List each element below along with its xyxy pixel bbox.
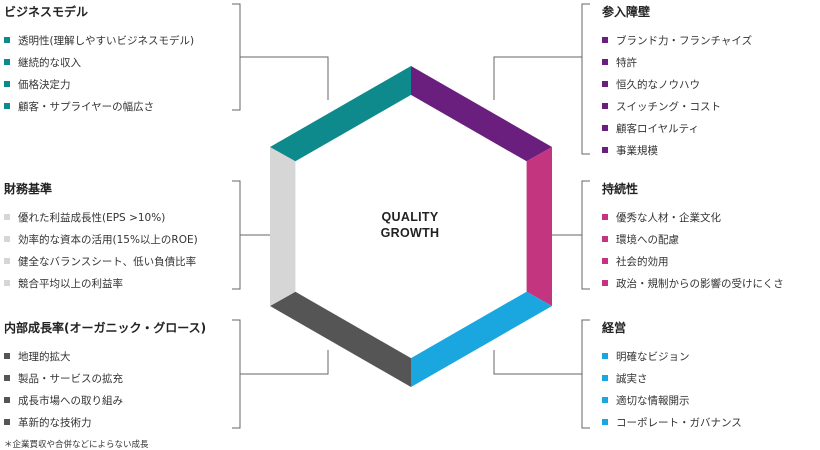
list-item: 政治・規制からの影響の受けにくさ — [602, 273, 784, 295]
bullet-square-icon — [4, 103, 10, 109]
list-item: 明確なビジョン — [602, 346, 742, 368]
list-item: 効率的な資本の活用(15%以上のROE) — [4, 229, 198, 251]
list-item: 環境への配慮 — [602, 229, 784, 251]
bullet-square-icon — [602, 147, 608, 153]
section-title: 内部成長率(オーガニック・グロース) — [4, 321, 207, 335]
section-title: 財務基準 — [4, 182, 53, 196]
hex-segment-entry-barriers — [411, 66, 552, 162]
bullet-square-icon — [4, 353, 10, 359]
center-label: QUALITY GROWTH — [345, 209, 475, 241]
hex-segment-financial — [270, 147, 296, 306]
bullet-square-icon — [4, 397, 10, 403]
list-item: 製品・サービスの拡充 — [4, 368, 206, 390]
connector-entry-barriers — [493, 3, 590, 155]
section-organic-growth: 内部成長率(オーガニック・グロース) 地理的拡大 製品・サービスの拡充 成長市場… — [4, 320, 206, 434]
section-business-model: ビジネスモデル 透明性(理解しやすいビジネスモデル) 継続的な収入 価格決定力 … — [4, 4, 194, 118]
center-label-line2: GROWTH — [380, 226, 440, 240]
hex-segment-business-model — [270, 66, 411, 162]
item-list: 透明性(理解しやすいビジネスモデル) 継続的な収入 価格決定力 顧客・サプライヤ… — [4, 30, 194, 118]
item-list: 優れた利益成長性(EPS >10%) 効率的な資本の活用(15%以上のROE) … — [4, 207, 198, 295]
section-title: 持続性 — [602, 182, 639, 196]
connector-sustainability — [552, 180, 590, 290]
section-entry-barriers: 参入障壁 ブランド力・フランチャイズ 特許 恒久的なノウハウ スイッチング・コス… — [602, 4, 752, 162]
list-item: コーポレート・ガバナンス — [602, 412, 742, 434]
bullet-square-icon — [602, 214, 608, 220]
bullet-square-icon — [602, 103, 608, 109]
list-item: 革新的な技術力 — [4, 412, 206, 434]
connector-management — [493, 319, 590, 429]
bullet-square-icon — [602, 397, 608, 403]
list-item: 健全なバランスシート、低い負債比率 — [4, 251, 198, 273]
bullet-square-icon — [4, 375, 10, 381]
bullet-square-icon — [602, 419, 608, 425]
connector-organic-growth — [232, 319, 329, 429]
bullet-square-icon — [602, 280, 608, 286]
list-item: 優れた利益成長性(EPS >10%) — [4, 207, 198, 229]
section-sustainability: 持続性 優秀な人材・企業文化 環境への配慮 社会的効用 政治・規制からの影響の受… — [602, 181, 784, 295]
list-item: 適切な情報開示 — [602, 390, 742, 412]
list-item: 地理的拡大 — [4, 346, 206, 368]
list-item: 事業規模 — [602, 140, 752, 162]
bullet-square-icon — [4, 419, 10, 425]
section-title: 参入障壁 — [602, 5, 651, 19]
list-item: 優秀な人材・企業文化 — [602, 207, 784, 229]
bullet-square-icon — [602, 258, 608, 264]
connector-financial — [232, 180, 270, 290]
section-title: 経営 — [602, 321, 627, 335]
section-title: ビジネスモデル — [4, 5, 89, 19]
connector-lines — [232, 3, 590, 429]
list-item: スイッチング・コスト — [602, 96, 752, 118]
list-item: 価格決定力 — [4, 74, 194, 96]
bullet-square-icon — [602, 37, 608, 43]
list-item: 誠実さ — [602, 368, 742, 390]
bullet-square-icon — [4, 37, 10, 43]
center-label-line1: QUALITY — [381, 210, 439, 224]
bullet-square-icon — [602, 236, 608, 242]
list-item: 特許 — [602, 52, 752, 74]
bullet-square-icon — [4, 258, 10, 264]
bullet-square-icon — [4, 236, 10, 242]
item-list: ブランド力・フランチャイズ 特許 恒久的なノウハウ スイッチング・コスト 顧客ロ… — [602, 30, 752, 162]
item-list: 地理的拡大 製品・サービスの拡充 成長市場への取り組み 革新的な技術力 — [4, 346, 206, 434]
list-item: 透明性(理解しやすいビジネスモデル) — [4, 30, 194, 52]
connector-business-model — [232, 3, 329, 111]
list-item: 顧客・サプライヤーの幅広さ — [4, 96, 194, 118]
list-item: 顧客ロイヤルティ — [602, 118, 752, 140]
bullet-square-icon — [4, 280, 10, 286]
hexagon — [270, 66, 552, 387]
hex-segment-organic-growth — [270, 291, 411, 387]
item-list: 明確なビジョン 誠実さ 適切な情報開示 コーポレート・ガバナンス — [602, 346, 742, 434]
hex-segment-management — [411, 291, 552, 387]
bullet-square-icon — [4, 59, 10, 65]
bullet-square-icon — [4, 214, 10, 220]
item-list: 優秀な人材・企業文化 環境への配慮 社会的効用 政治・規制からの影響の受けにくさ — [602, 207, 784, 295]
bullet-square-icon — [4, 81, 10, 87]
footnote: ＊企業買収や合併などによらない成長 — [4, 440, 149, 450]
bullet-square-icon — [602, 375, 608, 381]
bullet-square-icon — [602, 353, 608, 359]
section-management: 経営 明確なビジョン 誠実さ 適切な情報開示 コーポレート・ガバナンス — [602, 320, 742, 434]
list-item: 社会的効用 — [602, 251, 784, 273]
bullet-square-icon — [602, 59, 608, 65]
list-item: 恒久的なノウハウ — [602, 74, 752, 96]
list-item: 継続的な収入 — [4, 52, 194, 74]
list-item: 成長市場への取り組み — [4, 390, 206, 412]
list-item: ブランド力・フランチャイズ — [602, 30, 752, 52]
hex-segment-sustainability — [526, 147, 552, 306]
bullet-square-icon — [602, 125, 608, 131]
list-item: 競合平均以上の利益率 — [4, 273, 198, 295]
bullet-square-icon — [602, 81, 608, 87]
section-financial-criteria: 財務基準 優れた利益成長性(EPS >10%) 効率的な資本の活用(15%以上の… — [4, 181, 198, 295]
